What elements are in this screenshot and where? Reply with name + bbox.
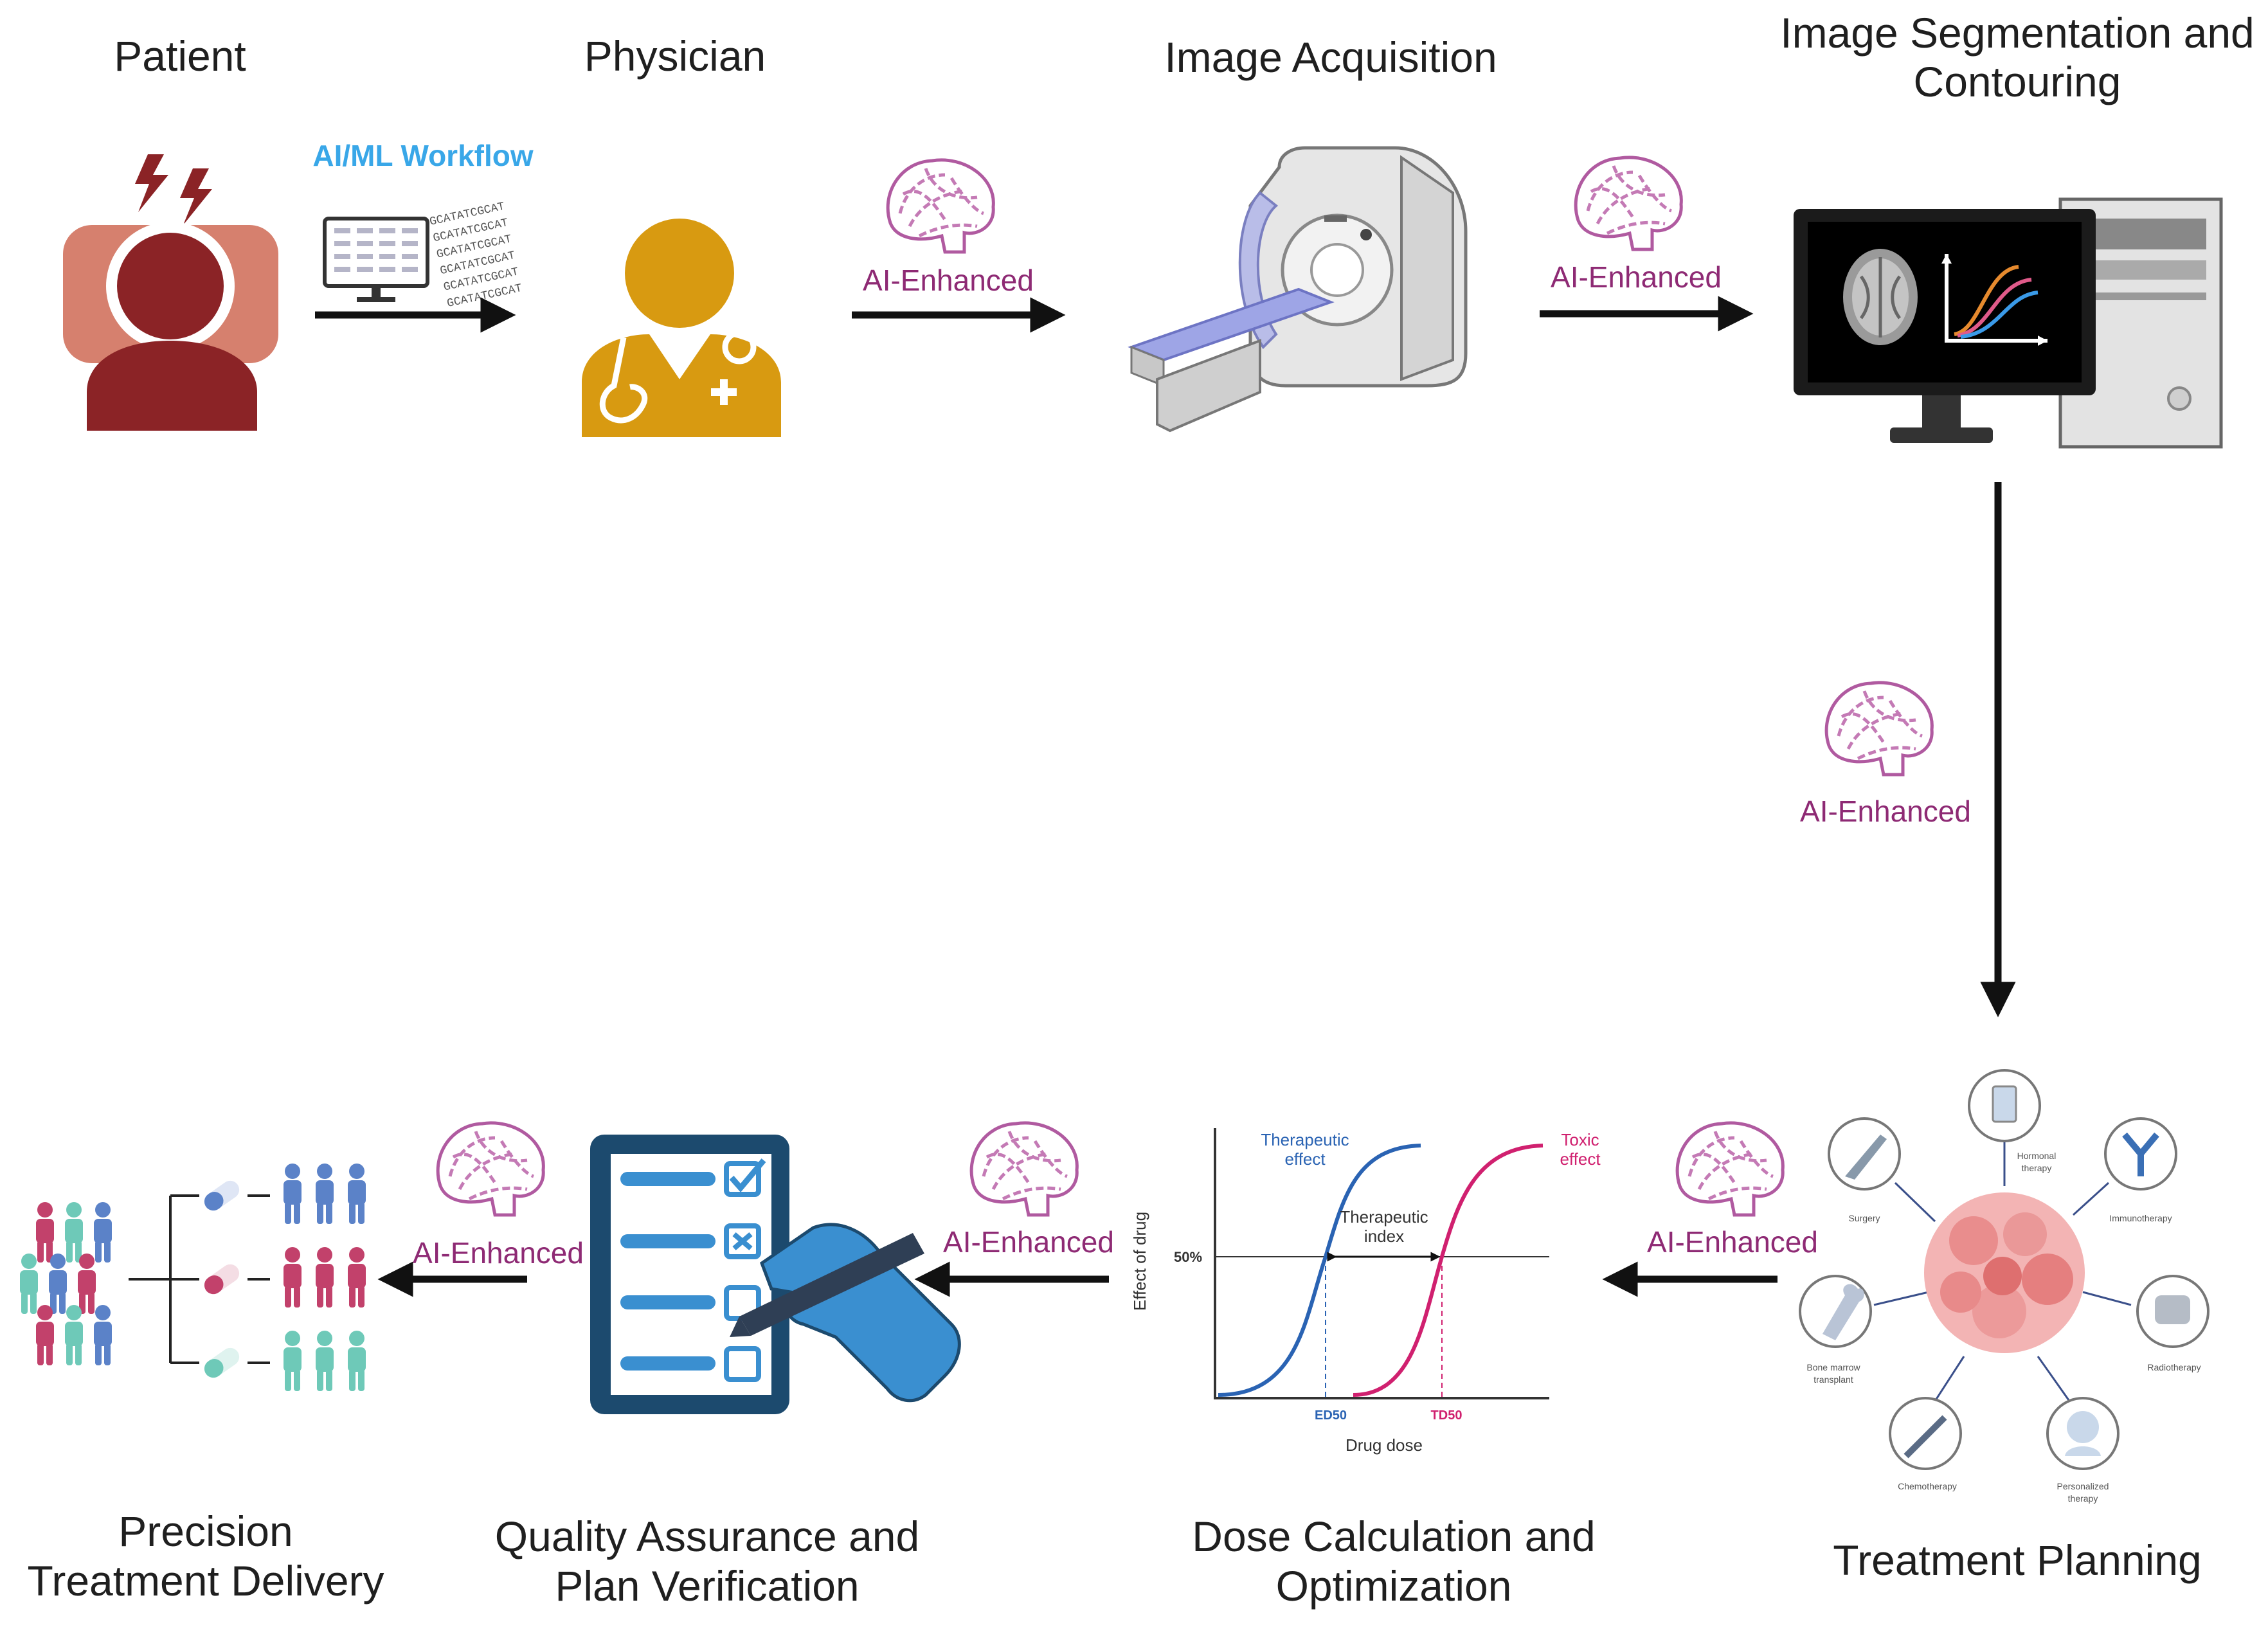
brain-icon	[1677, 1123, 1783, 1215]
x-axis-label: Drug dose	[1346, 1435, 1423, 1455]
treatment-option-labels: Hormonal therapy Surgery Immunotherapy B…	[1806, 1151, 2200, 1504]
physician-icon	[582, 219, 781, 437]
stage-title-qa-line1: Quality Assurance and	[495, 1513, 919, 1560]
therapeutic-curve	[1218, 1144, 1421, 1397]
dose-response-chart	[1214, 1128, 1549, 1399]
ai-enhanced-label: AI-Enhanced	[1800, 795, 1971, 828]
surgery-label: Surgery	[1848, 1213, 1880, 1223]
td50-label: TD50	[1431, 1408, 1462, 1423]
therapeutic-index-label: index	[1364, 1227, 1404, 1246]
hormonal-label: Hormonal	[2017, 1151, 2056, 1161]
patient-group-blue	[284, 1164, 366, 1224]
stage-title-treatment-planning: Treatment Planning	[1833, 1536, 2202, 1584]
y-axis-label: Effect of drug	[1130, 1212, 1149, 1311]
ed50-label: ED50	[1315, 1408, 1347, 1423]
ai-enhanced-label: AI-Enhanced	[1647, 1225, 1818, 1259]
patient-population-icon	[20, 1202, 112, 1365]
radiotherapy-icon	[2136, 1275, 2210, 1348]
stage-title-dose-line2: Optimization	[1276, 1562, 1512, 1610]
ai-enhanced-label: AI-Enhanced	[943, 1225, 1114, 1259]
stage-title-patient: Patient	[114, 32, 246, 80]
therapeutic-index-label: Therapeutic	[1340, 1207, 1428, 1227]
checklist-icon	[590, 1135, 789, 1414]
stage-title-delivery-line1: Precision	[118, 1507, 292, 1555]
stage-title-dose-line1: Dose Calculation and	[1192, 1513, 1595, 1560]
stage-title-image-acquisition: Image Acquisition	[1164, 33, 1497, 81]
chemotherapy-label: Chemotherapy	[1898, 1481, 1957, 1491]
brain-icon	[1576, 157, 1681, 249]
ai-enhanced-label: AI-Enhanced	[1551, 260, 1722, 294]
workflow-label: AI/ML Workflow	[312, 139, 534, 172]
tumor-icon	[1924, 1192, 2085, 1353]
bone-marrow-label: Bone marrow	[1806, 1362, 1860, 1372]
toxic-curve	[1353, 1144, 1544, 1397]
toxic-effect-label: Toxic	[1561, 1130, 1599, 1149]
patient-group-teal	[284, 1331, 366, 1391]
personalized-label: Personalized	[2057, 1481, 2109, 1491]
mri-scanner-icon	[1128, 146, 1468, 433]
immunotherapy-icon	[2104, 1117, 2177, 1191]
hormonal-therapy-icon	[1968, 1069, 2041, 1142]
stage-title-physician: Physician	[584, 32, 766, 80]
graph-icon	[1941, 254, 2048, 346]
radiotherapy-label: Radiotherapy	[2147, 1362, 2200, 1372]
ai-enhanced-label: AI-Enhanced	[863, 264, 1034, 297]
surgery-icon	[1828, 1117, 1901, 1191]
brain-scan-icon	[1843, 249, 1918, 345]
personalized-therapy-icon	[2046, 1397, 2120, 1470]
brain-icon	[888, 160, 993, 252]
patient-group-red	[284, 1247, 366, 1308]
stage-title-segmentation-line2: Contouring	[1914, 58, 2121, 105]
pill-icons	[204, 1180, 240, 1378]
brain-icon	[1826, 683, 1932, 775]
therapeutic-effect-label: Therapeutic	[1261, 1130, 1349, 1149]
immunotherapy-label: Immunotherapy	[2109, 1213, 2172, 1223]
bone-marrow-label: transplant	[1814, 1374, 1853, 1385]
therapeutic-effect-label: effect	[1284, 1149, 1326, 1169]
hand-pen-icon	[730, 1223, 961, 1403]
chemotherapy-icon	[1889, 1397, 1962, 1470]
personalized-label: therapy	[2068, 1493, 2098, 1504]
branch-connector	[129, 1194, 270, 1364]
brain-icon	[971, 1123, 1077, 1215]
monitor-data-icon	[323, 217, 429, 302]
stage-title-delivery-line2: Treatment Delivery	[27, 1557, 384, 1605]
stage-title-qa-line2: Plan Verification	[555, 1562, 859, 1610]
toxic-effect-label: effect	[1560, 1149, 1601, 1169]
y-tick-50: 50%	[1174, 1249, 1202, 1265]
bone-marrow-icon	[1799, 1275, 1872, 1348]
brain-icon	[438, 1123, 543, 1215]
patient-icon	[63, 154, 278, 431]
ai-enhanced-label: AI-Enhanced	[413, 1236, 584, 1270]
dna-sequence: GCATATCGCAT GCATATCGCAT GCATATCGCAT GCAT…	[429, 201, 524, 310]
hormonal-label: therapy	[2022, 1163, 2052, 1173]
stage-title-segmentation-line1: Image Segmentation and	[1780, 9, 2254, 57]
treatment-options-diagram	[1799, 1069, 2210, 1470]
